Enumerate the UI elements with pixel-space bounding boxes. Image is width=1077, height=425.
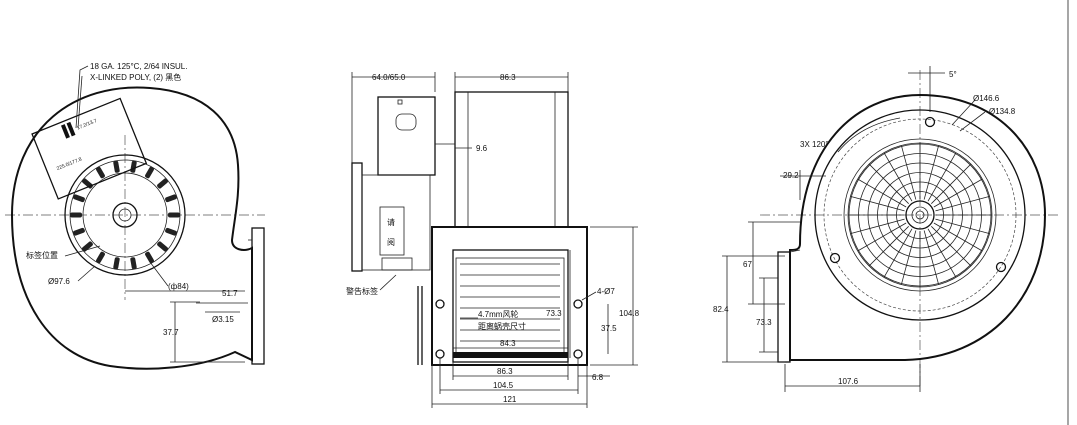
motor-slot: [168, 212, 180, 218]
dim-82-4: 82.4: [713, 305, 729, 314]
motor-slot: [73, 227, 85, 236]
motor-diameter-label: (ф84): [168, 282, 189, 291]
grille-spoke: [900, 145, 917, 200]
left-view: 17.2/13.7 225.0/177.8 18 GA. 125°C, 2/64…: [5, 62, 265, 370]
tiny-dim-b: 225.0/177.8: [56, 156, 83, 172]
dim-4-holes: 4-Ø7: [597, 287, 615, 296]
motor-slot: [73, 194, 85, 203]
motor-slot: [165, 194, 177, 203]
grille-spoke: [923, 230, 940, 285]
tiny-dim-a: 17.2/13.7: [76, 118, 98, 131]
grille-spoke: [927, 228, 957, 278]
box-label-2: 阅: [387, 238, 395, 247]
grille-spoke: [850, 218, 905, 235]
dim-9-6: 9.6: [476, 144, 488, 153]
dim-51-7: 51.7: [222, 289, 238, 298]
motor-slot: [82, 241, 93, 252]
motor-slot: [96, 166, 105, 179]
grille-spoke: [927, 152, 957, 202]
dim-107-6: 107.6: [838, 377, 859, 386]
dia-146-6: Ø146.6: [973, 94, 1000, 103]
dim-64-65: 64.0/65.0: [372, 73, 406, 82]
motor-slot: [113, 160, 120, 173]
dim-104-5: 104.5: [493, 381, 514, 390]
dim-29-2: 29.2: [783, 171, 799, 180]
grille-spoke: [900, 230, 917, 285]
motor-slot: [130, 160, 137, 173]
wire-note-line1: 18 GA. 125°C, 2/64 INSUL.: [90, 62, 187, 71]
dim-84-3: 84.3: [500, 339, 516, 348]
motor-slot: [145, 251, 154, 264]
motor-slot: [96, 251, 105, 264]
grille-spoke: [868, 226, 909, 267]
grille-spoke: [935, 218, 990, 235]
dim-37-5: 37.5: [601, 324, 617, 333]
motor-slot: [145, 166, 154, 179]
grille-spoke: [923, 145, 940, 200]
wire-note-line2: X-LINKED POLY, (2) 黑色: [90, 72, 181, 82]
motor-slot: [113, 257, 120, 270]
dim-6-8: 6.8: [592, 373, 604, 382]
dim-86-3-bottom: 86.3: [497, 367, 513, 376]
grille-spoke: [883, 228, 913, 278]
label-position-note: 标签位置: [26, 250, 58, 260]
box-label-1: 请: [387, 217, 395, 227]
motor-slot: [165, 227, 177, 236]
grille-spoke: [931, 226, 972, 267]
grille-spoke: [883, 152, 913, 202]
gap-note-line2: 距离蜗壳尺寸: [478, 321, 526, 331]
grille-spoke: [868, 163, 909, 204]
dim-67: 67: [743, 260, 752, 269]
motor-slot: [70, 212, 82, 218]
grille-spoke: [857, 222, 907, 252]
grille-spoke: [857, 178, 907, 208]
dim-104-8: 104.8: [619, 309, 640, 318]
grille-spoke: [933, 178, 983, 208]
dim-73-3-right: 73.3: [756, 318, 772, 327]
dim-121: 121: [503, 395, 517, 404]
dim-3-15: Ø3.15: [212, 315, 234, 324]
dim-73-3-mid: 73.3: [546, 309, 562, 318]
dim-37-7: 37.7: [163, 328, 179, 337]
dia-134-8: Ø134.8: [989, 107, 1016, 116]
dim-86-3-top: 86.3: [500, 73, 516, 82]
grille-spoke: [850, 195, 905, 212]
motor-slot: [157, 178, 168, 189]
right-view: 5° Ø146.6 Ø134.8 3X 120° 29.2 67: [713, 66, 1060, 392]
warning-label-note: 警告标签: [346, 286, 378, 296]
middle-view: 64.0/65.0 86.3 9.6 请 阅: [346, 72, 640, 408]
gap-note-line1: 4.7mm风轮: [478, 309, 518, 319]
grille-spoke: [931, 163, 972, 204]
motor-slot: [157, 241, 168, 252]
grille-spoke: [933, 222, 983, 252]
hole-pattern-note: 3X 120°: [800, 140, 829, 149]
motor-slot: [130, 257, 137, 270]
outer-diameter-label: Ø97.6: [48, 277, 70, 286]
dim-5-degree: 5°: [949, 70, 957, 79]
grille-spoke: [935, 195, 990, 212]
